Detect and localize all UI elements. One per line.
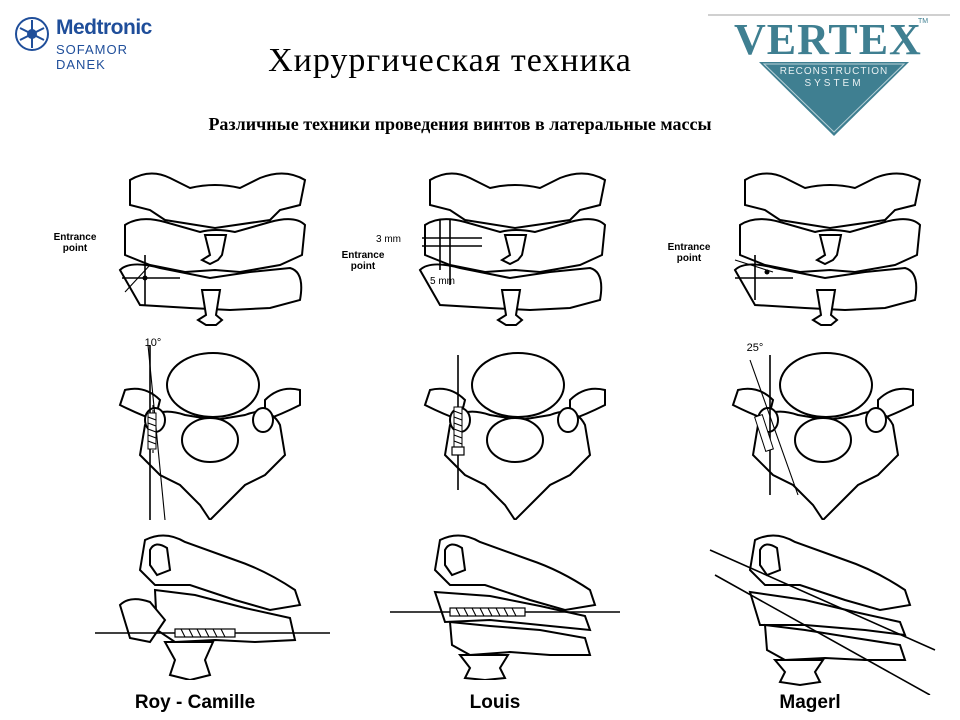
louis-lateral-view [390, 534, 620, 680]
roy-camille-entrance-label: Entrance point [52, 232, 98, 254]
roy-camille-lateral-view [95, 534, 330, 680]
magerl-lateral-view [709, 534, 936, 695]
vertex-logo: VERTEX TM RECONSTRUCTION SYSTEM [704, 10, 954, 140]
roy-camille-angle: 10° [144, 337, 162, 349]
magerl-axial-view [731, 352, 914, 520]
page-title: Хирургическая техника [268, 42, 632, 79]
medtronic-logo: Medtronic SOFAMOR DANEK [14, 14, 179, 72]
louis-entrance-line2: point [350, 261, 376, 272]
page-subtitle: Различные техники проведения винтов в ла… [208, 114, 712, 134]
vertex-name: VERTEX [734, 15, 922, 64]
magerl-entrance-line2: point [676, 253, 702, 264]
vertex-tm: TM [918, 18, 929, 25]
vertex-line2: SYSTEM [804, 78, 864, 89]
roy-camille-entrance-line2: point [62, 243, 88, 254]
magerl-label: Magerl [779, 692, 841, 713]
roy-camille-axial-view [118, 345, 301, 520]
medtronic-name: Medtronic [56, 16, 152, 39]
magerl-entrance-line1: Entrance [667, 242, 711, 253]
roy-camille-posterior-view [118, 172, 307, 326]
magerl-entrance-label: Entrance point [666, 242, 712, 264]
roy-camille-entrance-line1: Entrance [53, 232, 97, 243]
magerl-posterior-view [733, 172, 922, 326]
magerl-angle: 25° [746, 342, 764, 354]
louis-dim-top: 3 mm [376, 234, 401, 245]
roy-camille-label: Roy - Camille [134, 692, 256, 713]
louis-axial-view [423, 352, 606, 520]
vertex-line1: RECONSTRUCTION [779, 66, 889, 77]
louis-dim-bottom: 5 mm [430, 276, 455, 287]
louis-label: Louis [469, 692, 521, 713]
louis-posterior-view [418, 172, 607, 326]
medtronic-emblem-icon [15, 17, 49, 51]
medtronic-subtitle: SOFAMOR DANEK [56, 42, 129, 72]
louis-entrance-label: Entrance point [340, 250, 386, 272]
louis-entrance-line1: Entrance [341, 250, 385, 261]
